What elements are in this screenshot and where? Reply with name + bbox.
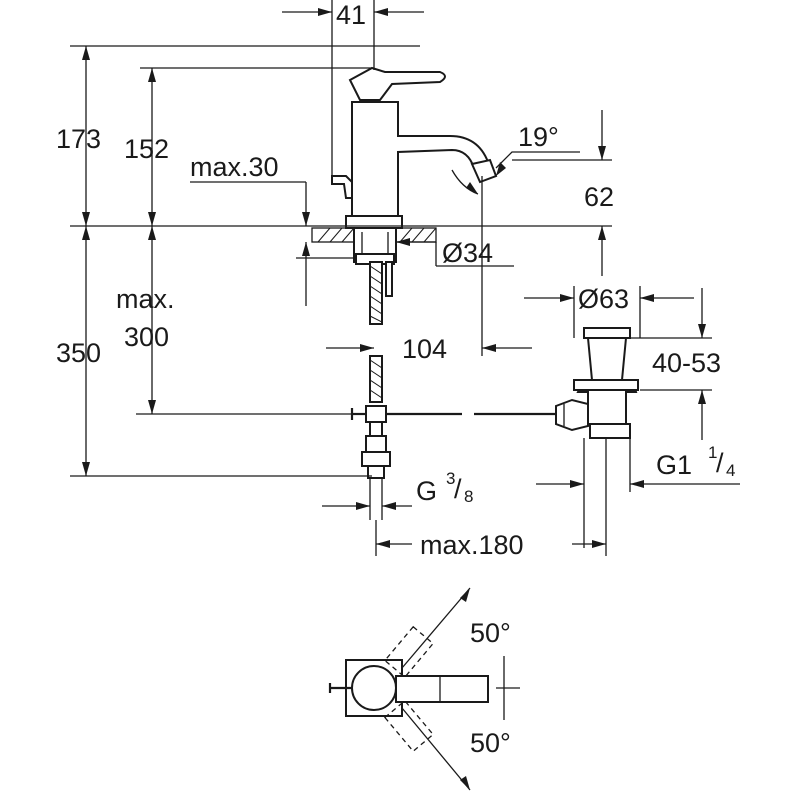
- dim-supply-thread-slash: /: [454, 474, 462, 504]
- lever-handle: [348, 66, 446, 101]
- dim-supply-thread-main: G: [416, 476, 437, 506]
- dim-rotation-lower: 50°: [470, 728, 511, 758]
- dim-rotation-upper: 50°: [470, 618, 511, 648]
- drain-tailpiece: [589, 423, 631, 439]
- popup-side-rod: [385, 261, 393, 297]
- flexible-hose: [369, 261, 383, 403]
- faucet-top-view: [328, 587, 520, 791]
- dim-spout-drop: 62: [584, 182, 614, 212]
- dim-height-total: 173: [56, 124, 101, 154]
- dim-lever-max: max.30: [190, 152, 279, 182]
- dim-spout-height: 152: [124, 134, 169, 164]
- dimension-lines: [70, 0, 740, 556]
- dim-below-max-value: 300: [124, 322, 169, 352]
- dim-max-horizontal: max.180: [420, 530, 524, 560]
- dimension-labels: 41 173 152 max.30 19° 62 Ø34 Ø63 40-53 3…: [56, 0, 735, 758]
- popup-rod: [331, 175, 353, 199]
- dim-drain-thread-den: 4: [726, 461, 735, 480]
- dim-spout-angle: 19°: [518, 122, 559, 152]
- dim-supply-thread-den: 8: [464, 487, 473, 506]
- dim-drain-thread-num: 1: [708, 443, 717, 462]
- dim-drain-thread-main: G1: [656, 450, 692, 480]
- dim-below-max-label: max.: [116, 284, 175, 314]
- top-view-lever-hub: [351, 665, 397, 711]
- dim-reach: 104: [402, 334, 447, 364]
- rotated-handle-lower: [383, 699, 471, 791]
- dim-supply-thread-num: 3: [446, 469, 455, 488]
- drain-lower-body: [587, 389, 627, 425]
- dim-drain-range: 40-53: [652, 348, 721, 378]
- dim-drain-diameter: Ø63: [578, 284, 629, 314]
- spout-outlet: [470, 158, 498, 184]
- dim-top-width: 41: [336, 0, 366, 30]
- faucet-body: [351, 101, 490, 219]
- popup-lever-socket: [555, 398, 589, 432]
- dim-hole-diameter: Ø34: [442, 238, 493, 268]
- dim-drain-thread-slash: /: [716, 448, 724, 478]
- angle-valve: [361, 435, 391, 479]
- rotated-handle-upper: [383, 587, 471, 679]
- drain-assembly: [555, 327, 639, 439]
- dim-below-total: 350: [56, 338, 101, 368]
- connector-hub: [350, 405, 387, 437]
- top-view-spout: [395, 675, 489, 703]
- drain-flange: [583, 327, 631, 339]
- faucet-side-view: [311, 66, 556, 479]
